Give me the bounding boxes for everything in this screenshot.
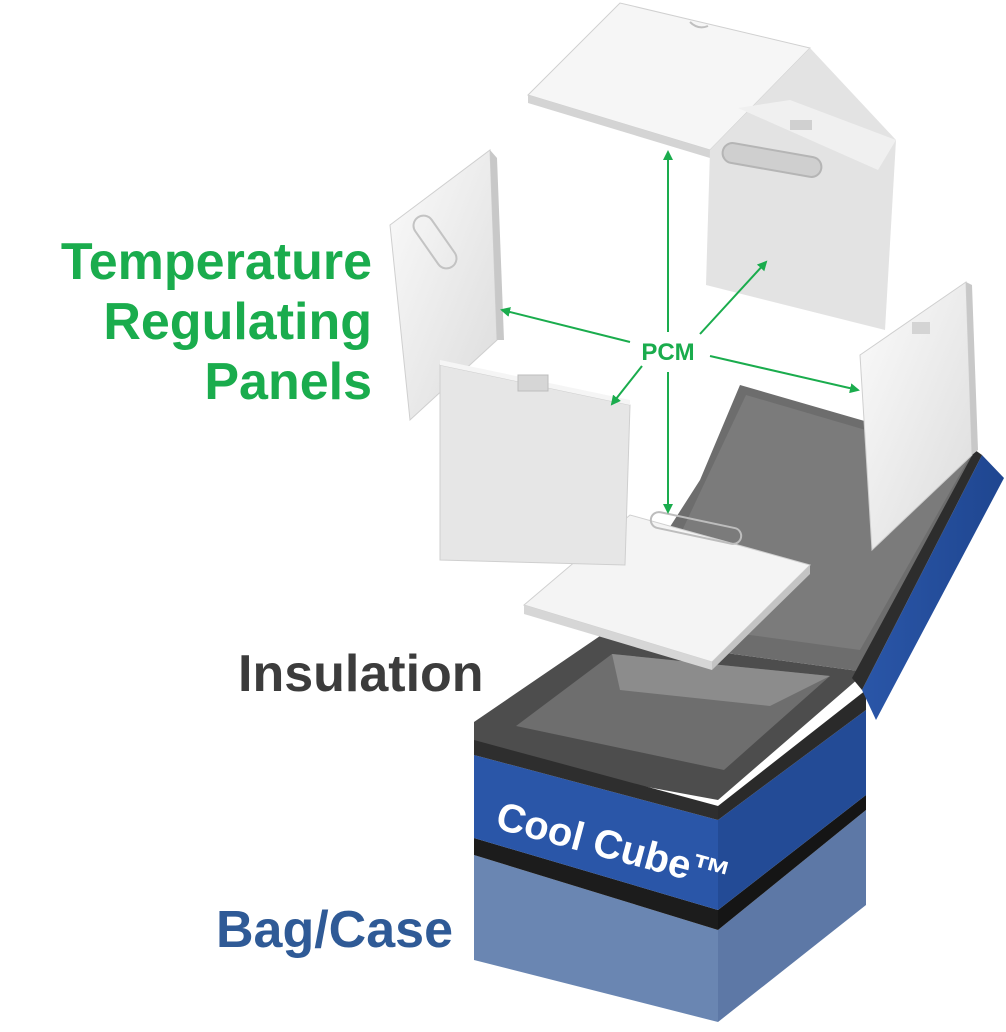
back-right-panel-slot <box>721 142 823 178</box>
top-panel-notch <box>689 21 709 29</box>
pcm-arrow-back <box>699 260 768 335</box>
pcm-arrow-front <box>610 365 643 406</box>
bottom-panel-edge <box>524 605 712 670</box>
bag-side-upper <box>718 710 866 910</box>
temperature-label-line3: Panels <box>204 353 372 411</box>
left-panel <box>389 149 504 422</box>
bottom-panel-edge-side <box>712 565 810 670</box>
bag-stripe-side <box>718 795 866 930</box>
bag-case-label: Bag/Case <box>216 901 453 959</box>
bottom-panel-slot <box>649 511 743 545</box>
right-panel-clip <box>912 322 930 334</box>
bag-side-lower <box>718 810 866 1022</box>
temperature-label-line2: Regulating <box>103 293 372 351</box>
insulation-cavity-wall <box>612 654 830 706</box>
front-panel-clip <box>517 374 549 392</box>
back-right-panel <box>706 48 896 330</box>
pcm-arrow-right <box>709 355 860 394</box>
left-panel-edge <box>490 150 504 340</box>
front-panel <box>439 360 631 566</box>
pcm-arrow-left <box>500 307 631 343</box>
temperature-regulating-panels-label: Temperature Regulating Panels <box>61 232 372 412</box>
top-panel-edge <box>528 95 710 158</box>
bag-front-lower <box>474 855 718 1022</box>
right-panel-edge <box>966 282 978 455</box>
bag-front-upper <box>474 755 718 910</box>
left-panel-slot <box>412 214 458 270</box>
back-right-panel-face <box>706 48 896 330</box>
bag-stripe-front <box>474 838 718 930</box>
pcm-arrows <box>500 150 860 514</box>
pcm-label: PCM <box>641 339 694 366</box>
temperature-label-line1: Temperature <box>60 233 372 291</box>
insulation <box>474 636 866 820</box>
bag-case <box>474 710 866 1022</box>
back-right-panel-top <box>738 100 896 170</box>
back-right-panel-clip <box>790 120 812 130</box>
right-panel <box>859 281 978 552</box>
insulation-label: Insulation <box>238 645 484 703</box>
lid-dark-edge <box>852 450 982 690</box>
insulation-rim-front <box>474 740 718 820</box>
lid-blue-edge <box>862 455 1004 720</box>
insulation-rim-side <box>718 690 866 820</box>
top-panel <box>527 2 811 158</box>
